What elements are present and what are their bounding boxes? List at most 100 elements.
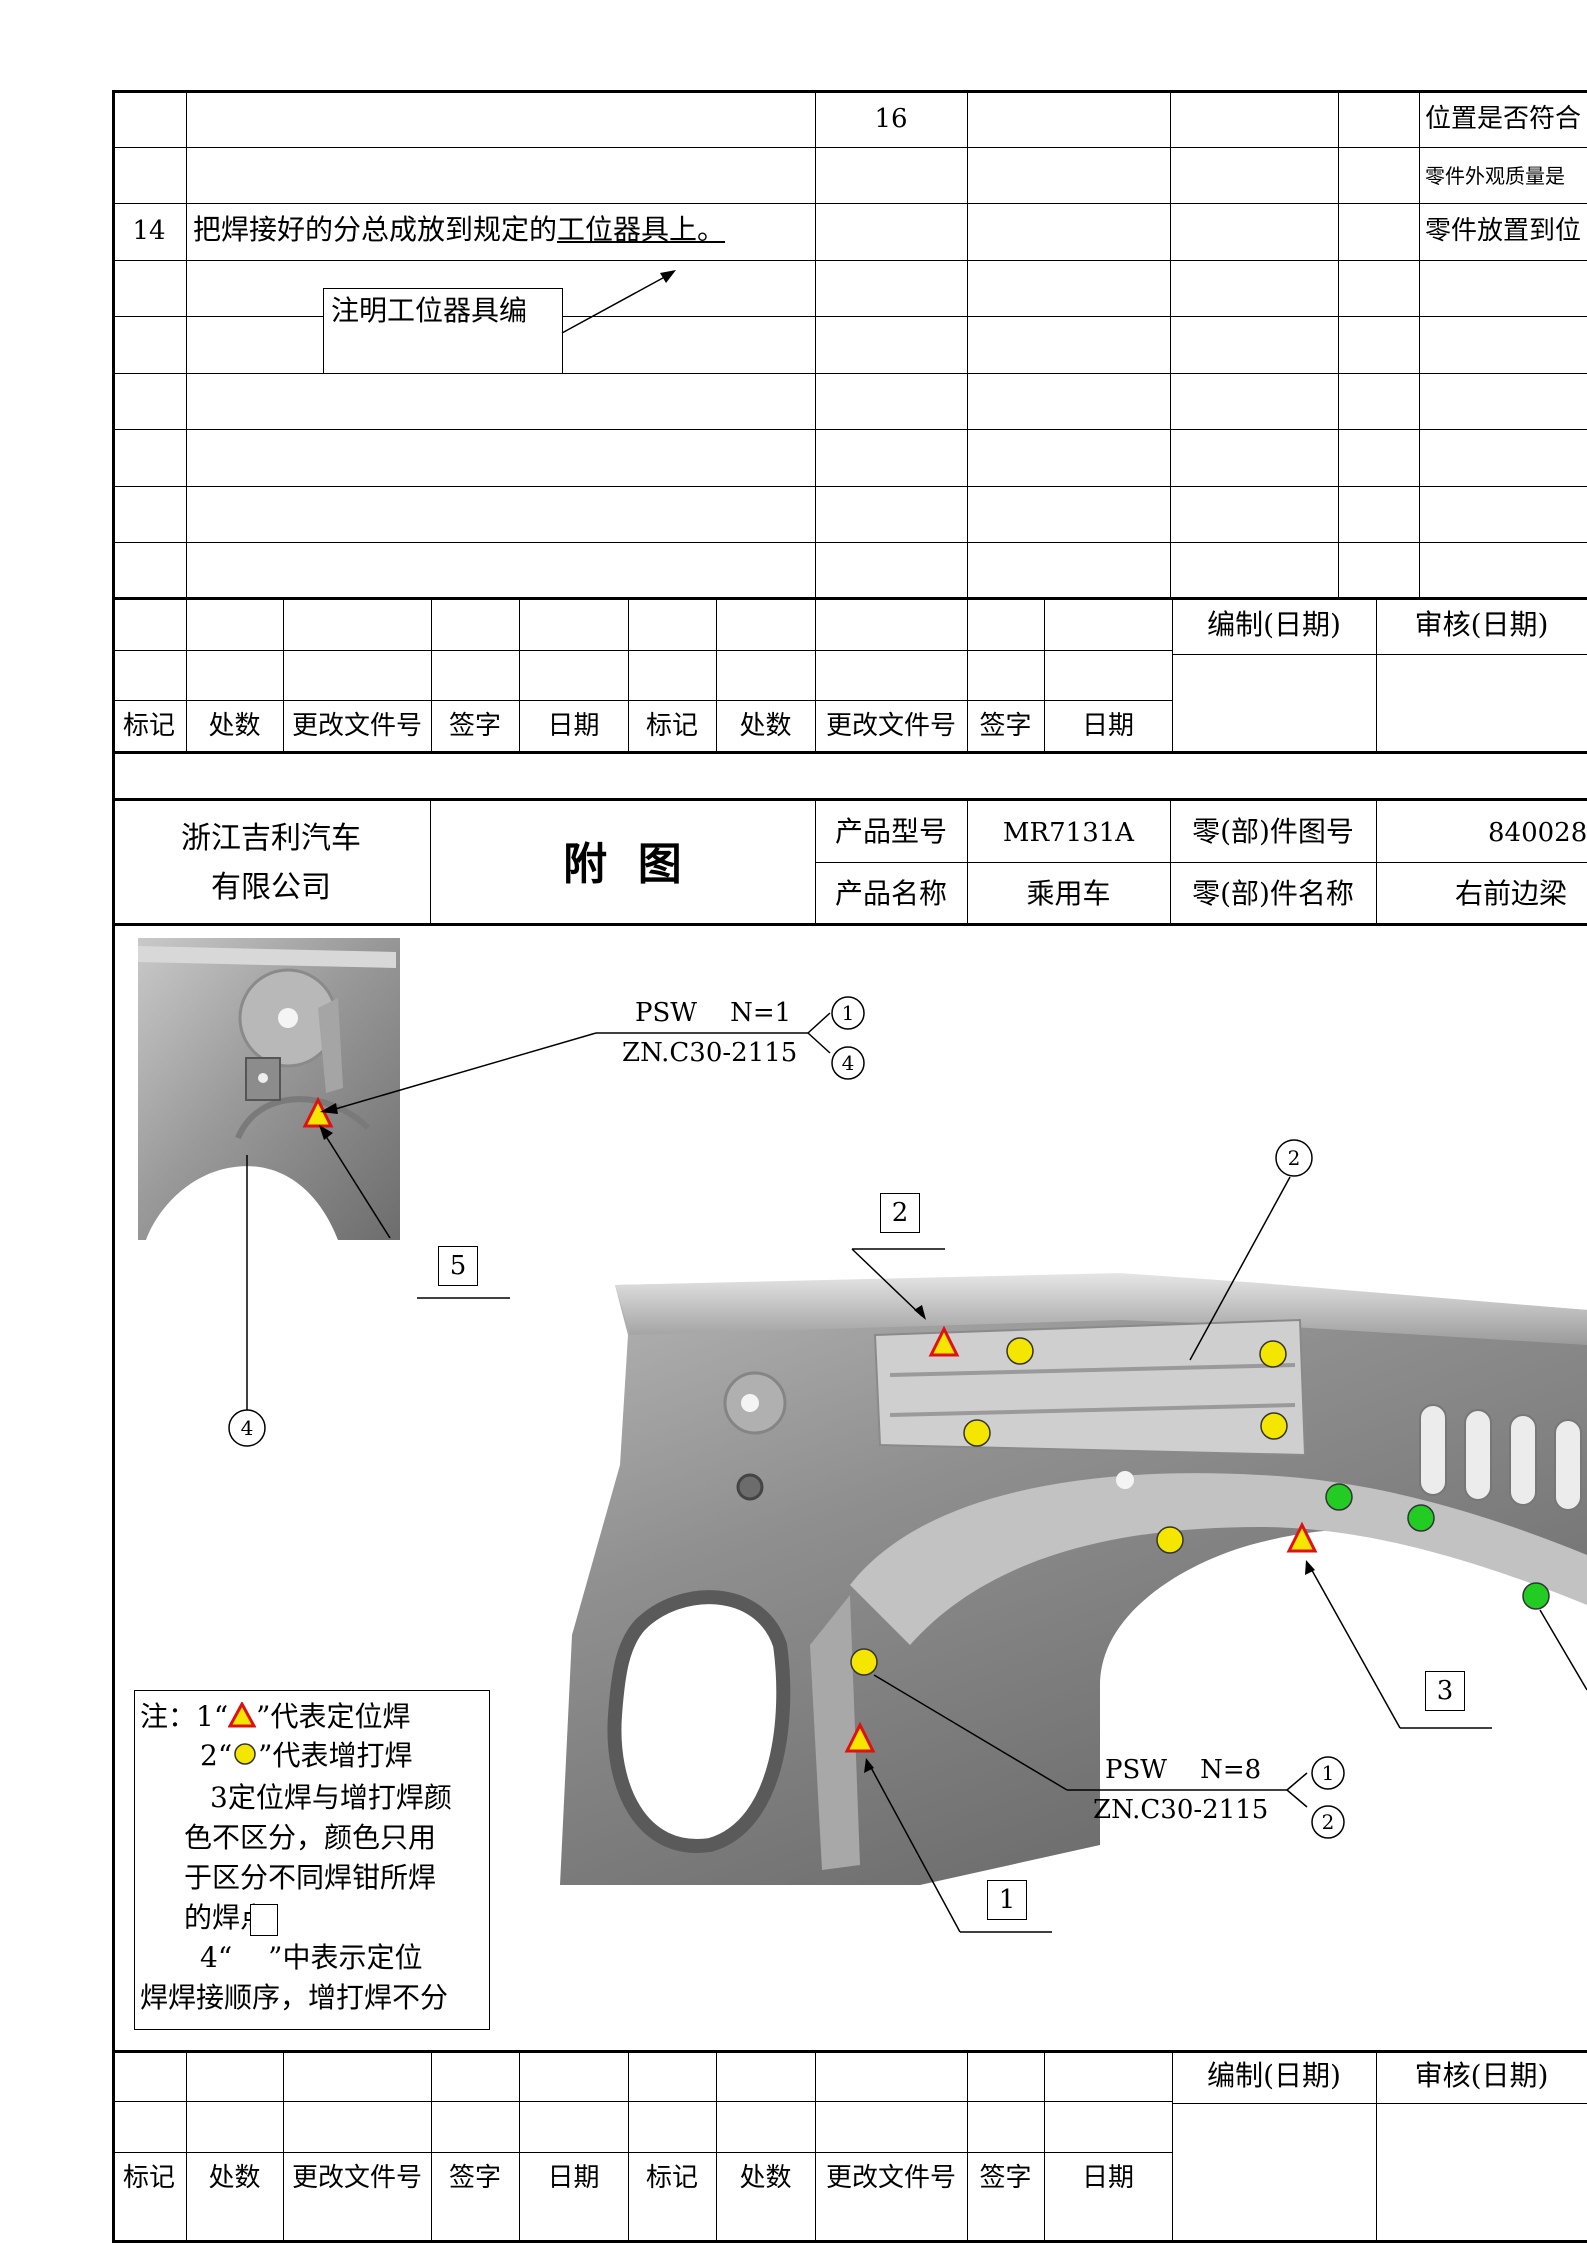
rev-top-header-docno-1: 更改文件号 — [291, 711, 422, 741]
circle-label-2-text: 2 — [1287, 1146, 1301, 1170]
product-model-value: MR7131A — [1002, 818, 1135, 848]
sequence-legend-box-icon — [250, 1904, 278, 1936]
part-name-value: 右前边梁 — [1455, 877, 1568, 910]
rev-bottom-header-date-2: 日期 — [1081, 2163, 1134, 2193]
sequence-box-1-label: 1 — [998, 1885, 1016, 1915]
added-weld-point — [963, 1419, 991, 1447]
locating-weld-triangle — [1286, 1521, 1318, 1553]
part-number-label: 零(部)件图号 — [1192, 815, 1354, 848]
rev-top-header-docno-2: 更改文件号 — [825, 711, 956, 741]
rev-bottom-header-count-1: 处数 — [208, 2163, 261, 2193]
added-weld-point — [850, 1648, 878, 1676]
company-name-line2: 有限公司 — [211, 870, 331, 905]
sequence-box-5 — [438, 1246, 478, 1286]
rev-top-header-count-1: 处数 — [208, 711, 261, 741]
process-content-text: 把焊接好的分总成放到规定的 — [193, 213, 558, 246]
added-weld-point — [1260, 1412, 1288, 1440]
note-line-1: 注：1“”代表定位焊 — [140, 1700, 411, 1733]
weld-spec-top-circle-2 — [831, 1046, 865, 1080]
weld-spec-top-line2: ZN.C30-2115 — [622, 1038, 798, 1068]
process-row-1-col3: 16 — [874, 104, 908, 134]
rev-top-header-sign-2: 签字 — [979, 711, 1032, 741]
rev-bottom-header-count-2: 处数 — [739, 2163, 792, 2193]
weld-spec-top-circle-1 — [831, 996, 865, 1030]
rev-top-header-date-2: 日期 — [1081, 711, 1134, 741]
product-model-label: 产品型号 — [834, 815, 947, 848]
added-weld-markers — [850, 1337, 1288, 1676]
added-weld-point — [1259, 1340, 1287, 1368]
sequence-box-3 — [1425, 1671, 1465, 1711]
weld-spec-top-circle-2-label: 4 — [841, 1051, 855, 1075]
process-row-2-inspect: 零件外观质量是 — [1425, 164, 1565, 188]
note-line-2: 2“”代表增打焊 — [200, 1739, 413, 1772]
rev-bottom-header-sign-1: 签字 — [448, 2163, 501, 2193]
rev-bottom-header-date-1: 日期 — [547, 2163, 600, 2193]
green-weld-point — [1325, 1483, 1353, 1511]
note-line-3: 3定位焊与增打焊颜 — [210, 1781, 452, 1814]
rev-bottom-header-sign-2: 签字 — [979, 2163, 1032, 2193]
green-weld-point — [1522, 1582, 1550, 1610]
part-number-value: 840028 — [1488, 818, 1587, 848]
drawing-title: 附 图 — [563, 839, 682, 890]
rev-top-prepared-label: 编制(日期) — [1207, 608, 1341, 641]
rev-bottom-reviewed-label: 审核(日期) — [1414, 2059, 1549, 2092]
locating-weld-markers — [302, 1096, 1318, 1753]
sequence-box-1 — [987, 1880, 1027, 1920]
rev-top-header-sign-1: 签字 — [448, 711, 501, 741]
rev-top-header-date-1: 日期 — [547, 711, 600, 741]
company-name-line1: 浙江吉利汽车 — [181, 821, 361, 856]
main-part-photo — [560, 1273, 1587, 1885]
callout-note-text: 注明工位器具编 — [331, 294, 528, 327]
sequence-box-3-label: 3 — [1436, 1676, 1454, 1706]
weld-spec-top-circle-1-label: 1 — [841, 1001, 855, 1025]
process-row-3-content: 把焊接好的分总成放到规定的工位器具上。 — [193, 216, 725, 244]
callout-arrow — [561, 270, 676, 334]
locating-weld-triangle — [302, 1096, 334, 1128]
rev-bottom-header-docno-1: 更改文件号 — [291, 2163, 422, 2193]
rev-bottom-header-mark-2: 标记 — [645, 2163, 698, 2193]
rev-top-reviewed-label: 审核(日期) — [1414, 608, 1549, 641]
green-weld-point — [1407, 1504, 1435, 1532]
sequence-box-5-label: 5 — [449, 1251, 467, 1281]
locating-weld-triangle — [928, 1325, 960, 1357]
notes-box — [134, 1690, 490, 2030]
added-weld-point — [1006, 1337, 1034, 1365]
circle-label-4-text: 4 — [240, 1416, 254, 1440]
frame-left-border — [112, 90, 115, 2242]
added-weld-point — [1156, 1526, 1184, 1554]
locating-weld-legend-icon — [227, 1700, 257, 1728]
locating-weld-triangle — [844, 1721, 876, 1753]
weld-spec-bottom-circle-2-label: 2 — [1321, 1810, 1335, 1834]
process-content-underlined: 工位器具上。 — [557, 213, 726, 246]
rev-bottom-prepared-label: 编制(日期) — [1207, 2059, 1341, 2092]
process-row-3-inspect: 零件放置到位 — [1425, 216, 1582, 246]
rev-top-header-count-2: 处数 — [739, 711, 792, 741]
rev-top-header-mark-1: 标记 — [122, 711, 175, 741]
circle-label-2 — [1275, 1139, 1313, 1177]
process-row-1-inspect: 位置是否符合 — [1425, 104, 1582, 134]
added-weld-legend-icon — [234, 1743, 256, 1765]
weld-spec-top-line1: PSW N=1 — [635, 998, 792, 1028]
rev-top-header-mark-2: 标记 — [645, 711, 698, 741]
weld-spec-bottom-circle-1 — [1311, 1756, 1345, 1790]
sequence-box-2-label: 2 — [891, 1198, 909, 1228]
weld-spec-bottom-circle-1-label: 1 — [1321, 1761, 1335, 1785]
circle-label-4 — [228, 1409, 266, 1447]
callout-note-box — [323, 288, 563, 374]
product-name-value: 乘用车 — [1026, 877, 1111, 910]
part-name-label: 零(部)件名称 — [1192, 877, 1354, 910]
product-name-label: 产品名称 — [834, 877, 947, 910]
inset-part-photo — [138, 938, 400, 1240]
note-line-4: 色不区分，颜色只用 — [184, 1821, 437, 1854]
note-line-8: 焊焊接顺序，增打焊不分 — [140, 1981, 449, 2014]
rev-bottom-header-mark-1: 标记 — [122, 2163, 175, 2193]
weld-spec-bottom-circle-2 — [1311, 1805, 1345, 1839]
sequence-box-2 — [880, 1193, 920, 1233]
weld-spec-bottom-line1: PSW N=8 — [1105, 1755, 1262, 1785]
weld-spec-bottom-line2: ZN.C30-2115 — [1093, 1795, 1269, 1825]
note-line-5: 于区分不同焊钳所焊 — [184, 1861, 437, 1894]
rev-bottom-header-docno-2: 更改文件号 — [825, 2163, 956, 2193]
process-row-3-number: 14 — [132, 216, 166, 246]
